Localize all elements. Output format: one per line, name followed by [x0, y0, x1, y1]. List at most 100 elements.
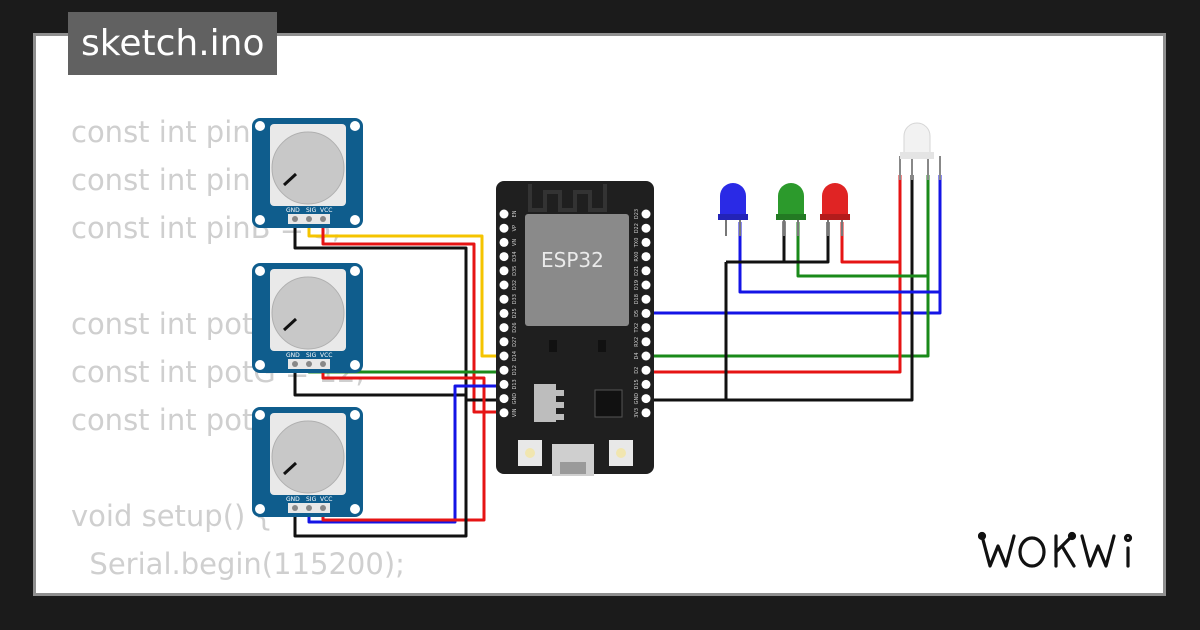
- esp32-pin-label: D15: [634, 379, 640, 389]
- esp32-board: ESP32 ENVPVND34D35D32D33D25D26D27D14D12D…: [496, 181, 654, 476]
- esp32-pin[interactable]: [641, 337, 651, 347]
- esp32-pin[interactable]: [499, 237, 509, 247]
- pot-label-gnd: GND: [286, 207, 300, 214]
- esp32-pin-label: VP: [512, 225, 518, 231]
- wire-pot1-sig: [307, 222, 504, 358]
- esp32-pin[interactable]: [499, 337, 509, 347]
- rgb-led: [899, 122, 941, 180]
- esp32-pin[interactable]: [641, 266, 651, 276]
- esp32-pin[interactable]: [641, 408, 651, 418]
- esp32-pin-label: D26: [512, 322, 518, 332]
- esp32-pin[interactable]: [499, 351, 509, 361]
- esp32-pin[interactable]: [499, 394, 509, 404]
- esp32-pin[interactable]: [641, 294, 651, 304]
- code-line: Serial.begin(115200);: [71, 547, 405, 581]
- esp32-pin-label: VN: [512, 239, 518, 246]
- esp32-pin-label: D13: [512, 379, 518, 389]
- svg-text:VCC: VCC: [320, 496, 332, 503]
- wire-pot2-gnd: [293, 367, 466, 397]
- esp32-pin[interactable]: [641, 223, 651, 233]
- svg-text:VCC: VCC: [320, 207, 332, 214]
- wire-d2-red: [650, 175, 902, 374]
- esp32-label: ESP32: [541, 248, 604, 272]
- esp32-pin-label: D27: [512, 337, 518, 347]
- wire-pot2-vcc: [321, 367, 486, 412]
- file-name-tab[interactable]: sketch.ino: [68, 12, 278, 75]
- wire-pot3-sig: [307, 384, 504, 524]
- esp32-pin-label: D22: [634, 223, 640, 233]
- esp32-pin-label: D32: [512, 280, 518, 290]
- esp32-pin[interactable]: [499, 252, 509, 262]
- svg-text:GND: GND: [286, 496, 300, 503]
- esp32-pin[interactable]: [499, 294, 509, 304]
- svg-text:SIG: SIG: [306, 352, 317, 359]
- esp32-pin[interactable]: [499, 308, 509, 318]
- esp32-pin[interactable]: [641, 237, 651, 247]
- esp32-pin-label: D34: [512, 251, 518, 261]
- wire-d5-blue: [650, 175, 942, 315]
- esp32-pin-label: GND: [634, 393, 640, 405]
- esp32-pin[interactable]: [499, 266, 509, 276]
- esp32-pin-label: D12: [512, 365, 518, 375]
- wires: [293, 175, 942, 538]
- esp32-pin-label: D14: [512, 351, 518, 361]
- esp32-pin[interactable]: [499, 280, 509, 290]
- esp32-pin-label: D18: [634, 294, 640, 304]
- esp32-pin[interactable]: [641, 209, 651, 219]
- esp32-pin[interactable]: [641, 394, 651, 404]
- esp32-pin-label: D35: [512, 266, 518, 276]
- wire-led-cathodes: [726, 220, 830, 264]
- wire-d4-green: [650, 175, 930, 358]
- svg-text:GND: GND: [286, 352, 300, 359]
- esp32-pin-label: EN: [512, 210, 518, 217]
- esp32-pin-label: D33: [512, 294, 518, 304]
- esp32-pin-label: D21: [634, 266, 640, 276]
- led-red: [820, 183, 850, 236]
- svg-text:SIG: SIG: [306, 207, 317, 214]
- wire-pot1-gnd: [293, 222, 504, 402]
- esp32-pin-label: GND: [512, 393, 518, 405]
- esp32-pin[interactable]: [641, 308, 651, 318]
- esp32-pin[interactable]: [641, 379, 651, 389]
- wire-led-green: [796, 222, 928, 278]
- esp32-pin-label: D5: [634, 310, 640, 317]
- diagram-canvas: const int pinR = 2;const int pinG = 4;co…: [33, 33, 1166, 596]
- wokwi-logo: [978, 531, 1133, 568]
- esp32-pin-label: D25: [512, 308, 518, 318]
- esp32-pin-label: D2: [634, 367, 640, 374]
- svg-text:VCC: VCC: [320, 352, 332, 359]
- svg-text:SIG: SIG: [306, 496, 317, 503]
- led-blue: [718, 183, 748, 236]
- esp32-pin-label: 3V3: [634, 408, 640, 418]
- potentiometer-2: GND SIG VCC: [252, 263, 363, 373]
- esp32-pin[interactable]: [641, 351, 651, 361]
- potentiometer-3: GND SIG VCC: [252, 407, 363, 517]
- esp32-pin[interactable]: [499, 323, 509, 333]
- wire-gnd-black: [650, 175, 914, 402]
- wire-led-blue: [738, 222, 940, 294]
- wire-led-red: [840, 222, 900, 264]
- esp32-pin-label: TX0: [634, 238, 640, 249]
- esp32-pin[interactable]: [641, 323, 651, 333]
- wire-pot3-gnd: [293, 395, 468, 538]
- esp32-pin[interactable]: [641, 280, 651, 290]
- esp32-pin-label: VIN: [512, 408, 518, 417]
- esp32-pin[interactable]: [499, 365, 509, 375]
- esp32-pin[interactable]: [641, 365, 651, 375]
- esp32-pin[interactable]: [499, 379, 509, 389]
- esp32-pin[interactable]: [499, 223, 509, 233]
- esp32-pin-label: D23: [634, 209, 640, 219]
- esp32-pin[interactable]: [641, 252, 651, 262]
- esp32-pin-label: RX0: [634, 252, 640, 262]
- led-green: [776, 183, 806, 236]
- esp32-pin[interactable]: [499, 209, 509, 219]
- esp32-pin-label: TX2: [634, 323, 640, 334]
- esp32-pin[interactable]: [499, 408, 509, 418]
- potentiometer-1: GND SIG VCC: [252, 118, 363, 228]
- esp32-pin-label: D19: [634, 280, 640, 290]
- esp32-pin-label: D4: [634, 352, 640, 359]
- esp32-pin-label: RX2: [634, 337, 640, 347]
